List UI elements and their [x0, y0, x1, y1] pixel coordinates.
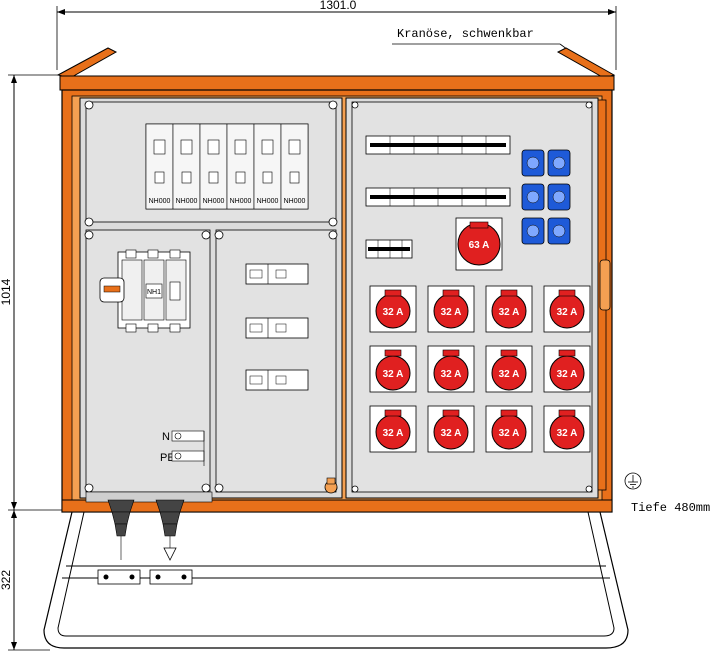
nh-fuse-2: NH000	[172, 123, 201, 210]
schuko-socket-4	[547, 183, 571, 211]
breaker-row-3	[365, 239, 413, 259]
svg-text:32 A: 32 A	[441, 428, 462, 439]
svg-text:32 A: 32 A	[557, 369, 578, 380]
svg-text:32 A: 32 A	[383, 369, 404, 380]
height-dimension-label: 1014	[0, 278, 13, 305]
svg-text:32 A: 32 A	[383, 428, 404, 439]
svg-text:32 A: 32 A	[557, 428, 578, 439]
svg-text:32 A: 32 A	[499, 428, 520, 439]
nh-fuse-1: NH000	[145, 123, 174, 210]
depth-label: Tiefe 480mm	[631, 501, 710, 515]
cee-socket-32a-7: 32 A	[485, 345, 533, 393]
base-dimension-label: 322	[0, 570, 13, 590]
svg-text:32 A: 32 A	[383, 307, 404, 318]
schuko-socket-1	[521, 149, 545, 177]
svg-text:32 A: 32 A	[441, 307, 462, 318]
svg-text:NH000: NH000	[176, 198, 198, 205]
nh-fuse-4: NH000	[226, 123, 255, 210]
cee-socket-32a-10: 32 A	[427, 405, 475, 453]
rcd-group-2	[245, 317, 309, 339]
svg-text:32 A: 32 A	[499, 369, 520, 380]
cee-socket-32a-6: 32 A	[427, 345, 475, 393]
rcd-group-1	[245, 263, 309, 285]
ground-icon	[624, 472, 642, 490]
width-dimension-label: 1301.0	[320, 0, 357, 12]
base-clamp-2	[149, 569, 193, 585]
cee-socket-32a-1: 32 A	[369, 285, 417, 333]
bottom-plate	[61, 491, 613, 513]
main-switch: NH1	[99, 249, 191, 333]
rcd-group-3	[245, 369, 309, 391]
door-handle	[599, 259, 611, 311]
svg-text:32 A: 32 A	[441, 369, 462, 380]
n-terminal-label: N	[162, 431, 170, 443]
svg-text:32 A: 32 A	[557, 307, 578, 318]
svg-text:NH000: NH000	[149, 198, 171, 205]
nh-fuse-5: NH000	[253, 123, 282, 210]
cee-socket-32a-9: 32 A	[369, 405, 417, 453]
crane-eye-annotation: Kranöse, schwenkbar	[392, 27, 591, 67]
door-lock	[324, 477, 338, 494]
svg-text:NH000: NH000	[257, 198, 279, 205]
cee-socket-32a-5: 32 A	[369, 345, 417, 393]
cee-socket-32a-8: 32 A	[543, 345, 591, 393]
nh-fuse-row: NH000 NH000 NH000 NH000 NH000	[145, 123, 309, 210]
cee-socket-63a-label: 63 A	[469, 240, 490, 251]
schuko-socket-6	[547, 217, 571, 245]
schuko-socket-3	[521, 183, 545, 211]
base-dimension: 322	[0, 510, 50, 651]
cee-sockets-32a: 32 A 32 A 32 A 32 A 32 A 32 A 32 A 32 A …	[369, 285, 591, 453]
base-clamp-1	[97, 569, 141, 585]
crane-eye-label: Kranöse, schwenkbar	[397, 27, 534, 41]
breaker-row-1	[365, 135, 511, 155]
cee-socket-63a: 63 A	[455, 217, 503, 271]
breaker-row-2	[365, 187, 511, 207]
cee-socket-32a-11: 32 A	[485, 405, 533, 453]
cable-gland-2	[155, 499, 185, 561]
height-dimension: 1014	[0, 74, 70, 511]
cee-socket-32a-2: 32 A	[427, 285, 475, 333]
cable-gland-1	[107, 499, 135, 560]
schuko-sockets	[521, 149, 571, 245]
schuko-socket-2	[547, 149, 571, 177]
cee-socket-32a-4: 32 A	[543, 285, 591, 333]
svg-text:NH000: NH000	[284, 198, 306, 205]
nh-fuse-3: NH000	[199, 123, 228, 210]
n-pe-terminals: N PE	[160, 430, 205, 466]
nh-fuse-6: NH000	[280, 123, 309, 210]
svg-text:NH000: NH000	[230, 198, 252, 205]
pe-terminal-label: PE	[160, 452, 175, 464]
main-switch-label: NH1	[147, 289, 161, 296]
base-frame	[43, 511, 629, 649]
svg-text:NH000: NH000	[203, 198, 225, 205]
svg-text:32 A: 32 A	[499, 307, 520, 318]
schuko-socket-5	[521, 217, 545, 245]
cee-socket-32a-12: 32 A	[543, 405, 591, 453]
cabinet-roof	[56, 47, 616, 91]
width-dimension: 1301.0	[56, 0, 617, 70]
cee-socket-32a-3: 32 A	[485, 285, 533, 333]
